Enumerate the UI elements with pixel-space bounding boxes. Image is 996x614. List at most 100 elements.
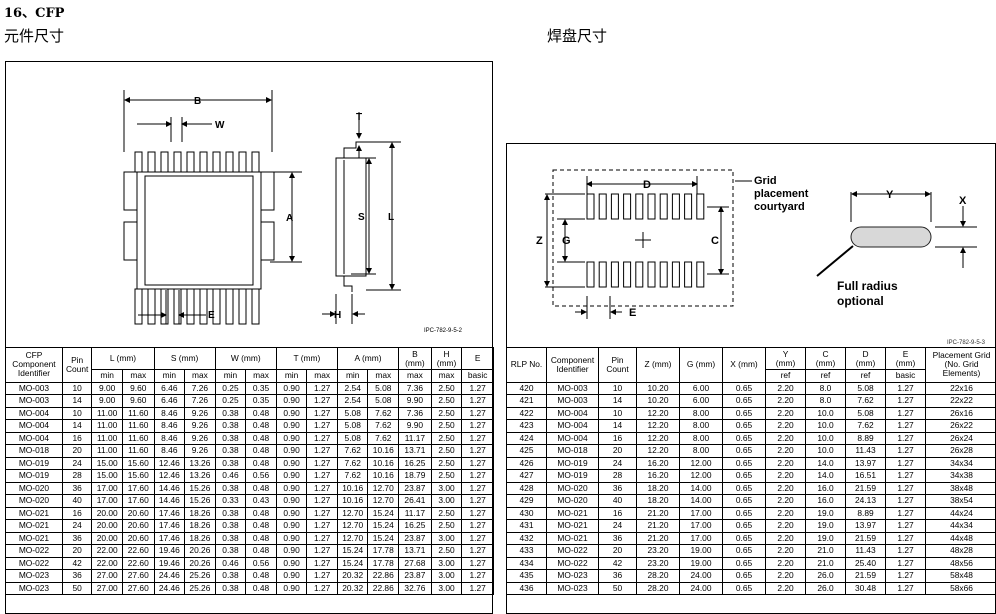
table-cell: 424	[506, 431, 547, 445]
label-x: X	[959, 195, 967, 207]
lead	[173, 288, 182, 325]
subhead-max: max	[245, 369, 277, 383]
table-cell: 0.38	[214, 531, 247, 545]
table-cell: 9.90	[398, 394, 432, 408]
table-cell: 11.00	[91, 444, 123, 458]
table-cell: 1.27	[461, 556, 494, 570]
table-cell: 1.27	[461, 519, 494, 533]
label-w: W	[215, 120, 225, 131]
table-cell: 28	[61, 469, 93, 483]
table-cell: 20	[598, 544, 637, 558]
table-cell: 1.27	[306, 406, 338, 420]
table-cell: 26.0	[805, 581, 846, 595]
table-cell: 10	[61, 381, 93, 395]
table-cell: 14.00	[679, 481, 723, 495]
table-cell: 12.00	[679, 456, 723, 470]
table-cell: 38x48	[925, 481, 996, 495]
table-cell: 0.90	[275, 531, 308, 545]
table-cell: 44x24	[925, 506, 996, 520]
subhead-max: max	[121, 369, 155, 383]
table-cell: 7.26	[184, 381, 216, 395]
lead	[199, 151, 208, 173]
table-cell: 15.24	[367, 531, 400, 545]
table-cell: 18.26	[184, 531, 216, 545]
table-cell: 36	[598, 481, 637, 495]
table-cell: 0.38	[214, 456, 247, 470]
table-cell: 26x24	[925, 431, 996, 445]
table-cell: 8.0	[805, 381, 846, 395]
table-cell: 1.27	[461, 544, 494, 558]
subhead-min: min	[275, 369, 308, 383]
label-e: E	[208, 310, 215, 321]
table-cell: 0.48	[245, 569, 277, 583]
table-cell: 0.46	[214, 556, 247, 570]
col-e: E	[461, 347, 494, 370]
table-cell: 1.27	[461, 381, 494, 395]
table-cell: 14.0	[805, 456, 846, 470]
table-cell: 2.20	[765, 431, 806, 445]
table-cell: 48x56	[925, 556, 996, 570]
table-cell: 1.27	[461, 444, 494, 458]
table-cell: MO-019	[546, 456, 599, 470]
table-cell: 17.60	[121, 494, 155, 508]
table-cell: 2.20	[765, 481, 806, 495]
table-cell: MO-004	[5, 406, 63, 420]
table-cell: MO-020	[546, 481, 599, 495]
table-cell: 42	[598, 556, 637, 570]
table-cell: MO-021	[546, 519, 599, 533]
table-cell: 0.65	[722, 556, 766, 570]
table-cell: 6.00	[679, 394, 723, 408]
grid-note-3: courtyard	[754, 201, 805, 213]
table-cell: MO-019	[546, 469, 599, 483]
table-cell: 17.00	[679, 519, 723, 533]
table-cell: 24	[598, 456, 637, 470]
table-cell: 13.26	[184, 469, 216, 483]
table-cell: 17.46	[153, 531, 186, 545]
table-cell: 0.38	[214, 481, 247, 495]
table-cell: MO-021	[5, 531, 63, 545]
table-cell: 42	[61, 556, 93, 570]
table-cell: 18.26	[184, 519, 216, 533]
table-cell: 0.38	[214, 431, 247, 445]
table-cell: 1.27	[306, 381, 338, 395]
table-cell: 23.20	[636, 544, 680, 558]
table-cell: MO-023	[5, 581, 63, 595]
table-cell: 0.48	[245, 456, 277, 470]
table-cell: 1.27	[306, 519, 338, 533]
subhead-max: max	[367, 369, 400, 383]
table-cell: 2.54	[336, 381, 369, 395]
table-cell: 27.60	[121, 581, 155, 595]
table-cell: 20.26	[184, 544, 216, 558]
col-y: Y(mm)	[765, 347, 806, 370]
land-pad	[659, 193, 668, 220]
table-cell: 0.48	[245, 431, 277, 445]
land-pad	[696, 193, 705, 220]
table-cell: 0.90	[275, 381, 308, 395]
table-cell: 1.27	[306, 494, 338, 508]
table-cell: 25.26	[184, 581, 216, 595]
table-cell: 429	[506, 494, 547, 508]
subhead-min: min	[214, 369, 247, 383]
table-cell: 8.89	[845, 431, 886, 445]
table-cell: 1.27	[885, 544, 926, 558]
table-cell: 0.56	[245, 469, 277, 483]
table-cell: 11.17	[398, 506, 432, 520]
land-pad	[647, 193, 656, 220]
table-cell: MO-003	[5, 381, 63, 395]
lead	[147, 151, 156, 173]
label-e: E	[629, 307, 636, 319]
land-pad	[610, 193, 619, 220]
table-cell: 5.08	[845, 406, 886, 420]
table-cell: 14	[61, 419, 93, 433]
table-cell: MO-022	[546, 544, 599, 558]
table-cell: MO-020	[546, 494, 599, 508]
table-cell: 0.90	[275, 481, 308, 495]
lead	[160, 288, 169, 325]
